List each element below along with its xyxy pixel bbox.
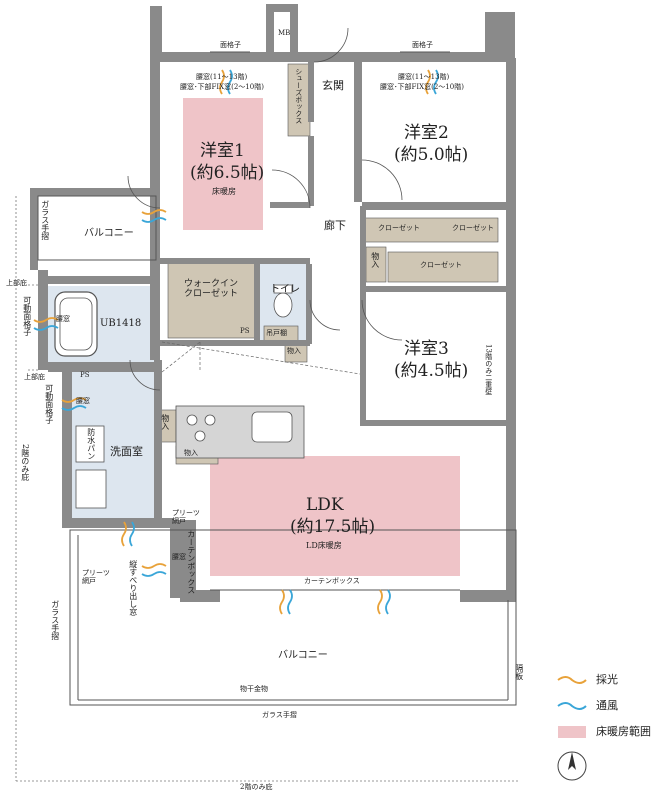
label-eave-2f-left: 2階のみ庇 <box>20 444 30 482</box>
label-mb: MB <box>278 29 291 37</box>
room-ldk-name: LDK <box>306 495 344 515</box>
label-bath-window2: 腰窓 <box>76 397 90 405</box>
room-walkin: ウォークイン クローゼット <box>184 279 239 299</box>
room-western1-note: 床暖房 <box>212 187 236 196</box>
label-window-left-1: 腰窓(11〜13階) <box>196 73 248 81</box>
label-closet2: クローゼット <box>452 224 494 232</box>
legend-swatch-daylight <box>557 676 587 684</box>
label-clothes-rack: 物干金物 <box>240 685 268 693</box>
label-storage3: 物入 <box>160 414 170 430</box>
heating-area-ldk <box>210 456 460 576</box>
legend-daylight-label: 採光 <box>596 673 618 686</box>
dashed-lines <box>161 341 361 375</box>
legend-heating-label: 床暖房範囲 <box>596 725 651 738</box>
legend-swatch-ventilation <box>557 702 587 710</box>
label-closet1: クローゼット <box>378 224 420 232</box>
label-grille-left: 面格子 <box>220 41 241 49</box>
washer-pan <box>75 425 105 463</box>
ventilation-arrows <box>33 69 439 615</box>
label-window-right-1: 腰窓(11〜13階) <box>398 73 450 81</box>
label-upper-eave1: 上部庇 <box>6 279 27 287</box>
label-vertical-slide: 縦すべり出し窓 <box>128 560 138 616</box>
label-glass-rail-bottom: ガラス手摺 <box>262 711 297 719</box>
label-storage2: 物入 <box>287 347 301 355</box>
label-movable-grille2: 可動面格子 <box>44 384 54 424</box>
vanity <box>75 469 107 509</box>
bathtub <box>54 291 98 357</box>
heating-area-western1 <box>183 98 263 230</box>
label-kitchen-window: 腰窓 <box>172 553 186 561</box>
label-pleated-screen1: プリーツ網戸 <box>172 509 200 525</box>
label-storage4: 物入 <box>184 449 198 457</box>
label-glass-rail-left: ガラス手摺 <box>50 600 60 640</box>
label-glass-rail-small: ガラス手摺 <box>40 200 50 240</box>
room-western2-size: (約5.0帖) <box>394 145 469 165</box>
room-balcony-main: バルコニー <box>278 650 328 661</box>
room-ldk-size: (約17.5帖) <box>290 517 376 537</box>
room-bath: UB1418 <box>100 318 142 329</box>
label-pleated-screen2: プリーツ網戸 <box>82 569 110 585</box>
room-western3-name: 洋室3 <box>404 339 449 359</box>
label-grille-right: 面格子 <box>412 41 433 49</box>
label-ps1: PS <box>80 371 90 379</box>
label-ps2: PS <box>240 327 250 335</box>
room-western3-size: (約4.5帖) <box>394 361 469 381</box>
room-western1-size: (約6.5帖) <box>190 163 265 183</box>
room-western2-name: 洋室2 <box>404 123 449 143</box>
label-storage1: 物入 <box>370 252 380 268</box>
label-double-wall: 13階のみ二重壁 <box>484 344 493 395</box>
room-washroom: 洗面室 <box>110 445 143 458</box>
walls <box>30 4 516 602</box>
label-upper-eave2: 上部庇 <box>24 373 45 381</box>
label-partition: 隔板 <box>514 664 524 680</box>
door-swings <box>127 27 403 391</box>
label-closet3: クローゼット <box>420 261 462 269</box>
legend-ventilation-label: 通風 <box>596 699 618 712</box>
label-window-left-2: 腰窓･下部FIX窓(2〜10階) <box>180 83 264 91</box>
label-futon: 吊戸棚 <box>266 329 287 337</box>
label-curtain-box2: カーテンボックス <box>304 577 360 585</box>
room-balcony-small: バルコニー <box>84 228 134 239</box>
daylight-arrows <box>33 69 431 615</box>
label-waterproof-pan: 防水パン <box>86 428 96 460</box>
room-toilet: トイレ <box>270 284 300 295</box>
room-entrance: 玄関 <box>322 79 344 92</box>
window-markers <box>210 51 460 591</box>
label-shoebox: シューズボックス <box>294 68 303 124</box>
room-ldk-note: LD床暖房 <box>306 541 342 550</box>
label-bath-window: 腰窓 <box>56 315 70 323</box>
room-hallway: 廊下 <box>324 219 346 232</box>
legend-swatch-heating <box>558 726 586 738</box>
label-curtain-box1: カーテンボックス <box>186 530 196 594</box>
room-western1-name: 洋室1 <box>200 141 245 161</box>
label-eave-2f-bottom: 2階のみ庇 <box>240 783 273 791</box>
compass-icon <box>557 751 587 781</box>
label-movable-grille1: 可動面格子 <box>22 296 32 336</box>
toilet-bowl <box>273 292 293 318</box>
balcony-outline <box>37 195 517 706</box>
label-window-right-2: 腰窓･下部FIX窓(2〜10階) <box>380 83 464 91</box>
